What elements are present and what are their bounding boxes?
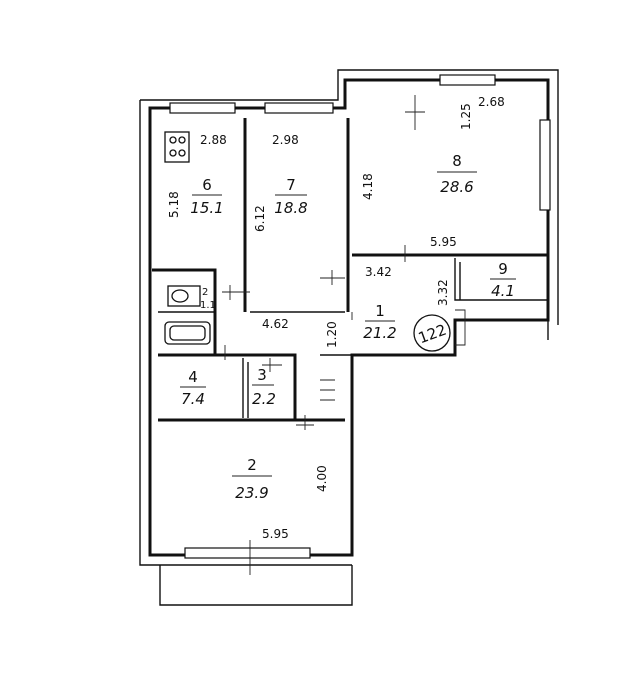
room-8-area: 28.6 [440,178,473,196]
dimension-labels: 2.88 5.18 2.98 6.12 4.18 1.25 2.68 5.95 … [167,95,505,541]
dim-r8-width: 5.95 [430,235,457,249]
stamp-circle [413,314,451,352]
room-1-number: 1 [375,302,385,320]
stamp-number: 122 [416,321,449,348]
dim-r6-width: 2.88 [200,133,227,147]
room-8-number: 8 [452,152,462,170]
interior-walls [152,118,548,422]
dim-r2-length: 4.00 [315,465,329,492]
room-6-number: 6 [202,176,212,194]
dim-corridor: 1.20 [325,321,339,348]
room-6-area: 15.1 [190,199,223,217]
room-7-area: 18.8 [274,199,307,217]
dim-r6-length: 5.18 [167,191,181,218]
room-labels: 6 15.1 7 18.8 8 28.6 9 4.1 1 21.2 4 7.4 … [180,152,516,502]
fixtures [164,131,451,352]
dim-hall-length: 4.62 [262,317,289,331]
room-4-number: 4 [188,368,198,386]
dim-r9-depth: 3.32 [436,279,450,306]
room-2-area: 23.9 [235,484,268,502]
room-9-area: 4.1 [491,282,515,300]
toilet-icon [167,285,201,307]
dim-r8-top: 2.68 [478,95,505,109]
room-3-area: 2.2 [252,390,276,408]
dim-r8-length: 4.18 [361,173,375,200]
room-9-number: 9 [498,260,508,278]
room-4-area: 7.4 [181,390,205,408]
stove-icon [164,131,190,163]
bathtub-icon [164,321,211,345]
dim-r7-length: 6.12 [253,205,267,232]
dim-wc-a: 2 [202,287,208,298]
door-marks [222,95,466,575]
room-2-number: 2 [247,456,257,474]
dim-r8-top-short: 1.25 [459,103,473,130]
room-7-number: 7 [286,176,296,194]
dim-r2-width: 5.95 [262,527,289,541]
windows [169,74,551,559]
room-1-area: 21.2 [363,324,396,342]
dim-r7-width: 2.98 [272,133,299,147]
dim-wc-b: 1.1 [200,300,216,311]
dim-hall-width: 3.42 [365,265,392,279]
room-3-number: 3 [257,366,267,384]
